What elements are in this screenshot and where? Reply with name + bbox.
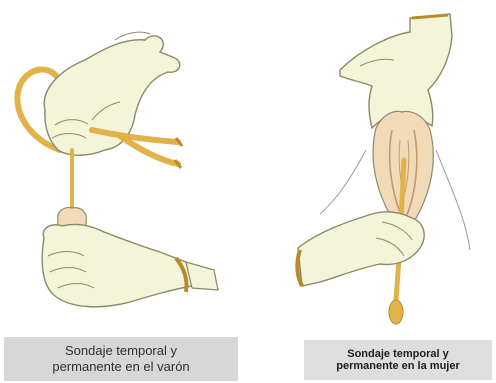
- lower-glove-holding: [298, 212, 424, 286]
- caption-male-catheterization: Sondaje temporal y permanente en el varó…: [4, 337, 238, 381]
- catheter-funnel: [389, 300, 403, 324]
- female-catheterization-figure: [297, 14, 470, 324]
- male-catheterization-figure: [17, 32, 218, 307]
- caption-female-text: Sondaje temporal y permanente en la muje…: [336, 348, 460, 372]
- lower-glove-hand: [42, 224, 192, 306]
- caption-male-text: Sondaje temporal y permanente en el varó…: [52, 343, 189, 375]
- caption-female-catheterization: Sondaje temporal y permanente en la muje…: [304, 340, 492, 380]
- upper-glove-hand: [44, 36, 180, 155]
